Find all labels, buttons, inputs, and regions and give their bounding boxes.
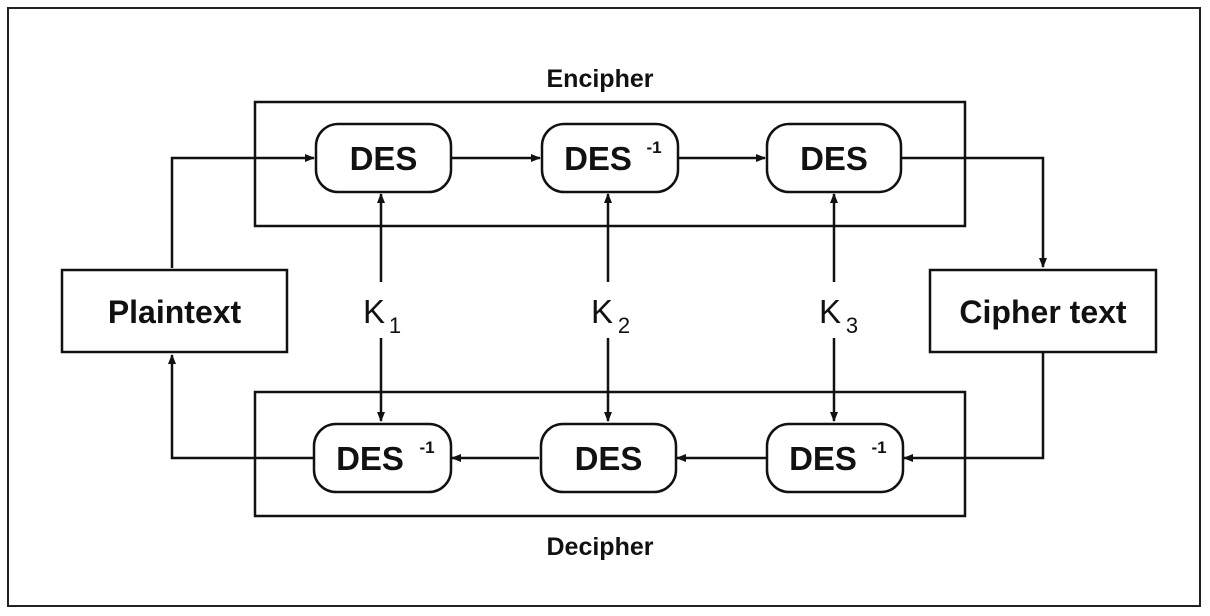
decipher-group bbox=[253, 390, 967, 518]
key-k1: K 1 bbox=[363, 293, 401, 338]
arrow-desinv1-to-plaintext bbox=[168, 354, 313, 460]
encipher-des-inverse-2-sup: -1 bbox=[646, 138, 661, 157]
arrow-plaintext-to-des1 bbox=[170, 154, 315, 268]
key-k1-subscript: 1 bbox=[389, 313, 401, 338]
arrow-ciphertext-to-desinv3 bbox=[903, 353, 1045, 462]
key-k3: K 3 bbox=[819, 293, 858, 338]
arrow-des3-to-ciphertext bbox=[902, 156, 1047, 268]
key-k2: K 2 bbox=[591, 293, 630, 338]
key-k3-subscript: 3 bbox=[846, 313, 858, 338]
plaintext-box: Plaintext bbox=[60, 268, 289, 354]
encipher-des-inverse-2: DES -1 bbox=[540, 122, 680, 194]
decipher-des-inverse-3: DES -1 bbox=[765, 422, 905, 494]
key-k2-subscript: 2 bbox=[618, 313, 630, 338]
encipher-label: Encipher bbox=[547, 65, 654, 93]
key-k1-letter: K bbox=[363, 293, 385, 330]
decipher-des-inverse-1: DES -1 bbox=[312, 422, 453, 494]
decipher-des-inverse-1-label: DES bbox=[336, 440, 404, 477]
decipher-des-inverse-3-label: DES bbox=[789, 440, 857, 477]
encipher-des-1-label: DES bbox=[350, 140, 418, 177]
encipher-des-3-label: DES bbox=[800, 140, 868, 177]
ciphertext-label: Cipher text bbox=[959, 294, 1126, 330]
encipher-group bbox=[253, 100, 967, 228]
outer-frame bbox=[7, 7, 1201, 607]
decipher-des-inverse-1-sup: -1 bbox=[419, 438, 434, 457]
plaintext-label: Plaintext bbox=[108, 294, 242, 330]
key-k3-letter: K bbox=[819, 293, 841, 330]
encipher-des-3: DES bbox=[765, 122, 903, 194]
ciphertext-box: Cipher text bbox=[928, 268, 1158, 354]
decipher-label: Decipher bbox=[547, 533, 654, 561]
key-k2-letter: K bbox=[591, 293, 613, 330]
decipher-des-2-label: DES bbox=[575, 440, 643, 477]
encipher-des-inverse-2-label: DES bbox=[564, 140, 632, 177]
decipher-des-inverse-3-sup: -1 bbox=[871, 438, 886, 457]
decipher-des-2: DES bbox=[539, 422, 678, 494]
encipher-des-1: DES bbox=[314, 122, 453, 194]
